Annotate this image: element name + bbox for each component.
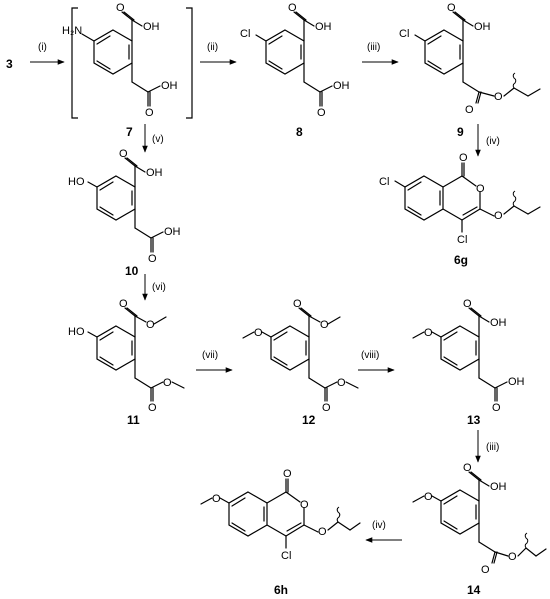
condition-viii: (viii) bbox=[361, 350, 379, 361]
atom-o-12a: O bbox=[293, 298, 302, 310]
atom-o-7b: O bbox=[145, 107, 154, 119]
structure-11 bbox=[87, 307, 185, 402]
atom-o-6g-a: O bbox=[459, 152, 468, 164]
atom-oh-9a: OH bbox=[474, 21, 491, 33]
atom-cl-6g-b: Cl bbox=[457, 234, 467, 246]
compound-label-7: 7 bbox=[126, 125, 133, 139]
condition-ii: (ii) bbox=[207, 42, 218, 53]
structure-12 bbox=[242, 307, 359, 402]
atom-o-6h-ome: O bbox=[212, 493, 221, 505]
compound-label-12: 12 bbox=[302, 413, 316, 427]
structure-7 bbox=[81, 11, 161, 107]
atom-o-11a: O bbox=[119, 298, 128, 310]
bracket-left bbox=[71, 7, 78, 119]
condition-iii: (iii) bbox=[367, 42, 380, 53]
compound-label-11: 11 bbox=[127, 413, 140, 427]
atom-o-13b: O bbox=[492, 402, 501, 414]
compound-label-13: 13 bbox=[467, 413, 481, 427]
atom-cl-6g-a: Cl bbox=[379, 176, 389, 188]
atom-o-6h-a: O bbox=[283, 468, 292, 480]
atom-cl-9: Cl bbox=[399, 28, 409, 40]
structure-13 bbox=[412, 307, 508, 402]
condition-vii: (vii) bbox=[202, 350, 218, 361]
atom-o-12b: O bbox=[320, 319, 329, 331]
atom-oh-10a: OH bbox=[146, 167, 163, 179]
atom-oh-8b: OH bbox=[333, 80, 350, 92]
atom-o-7a: O bbox=[116, 2, 125, 14]
bracket-right bbox=[186, 7, 193, 119]
atom-o-12-ome: O bbox=[254, 327, 263, 339]
atom-oh-10b: OH bbox=[164, 226, 181, 238]
atom-oh-14a: OH bbox=[490, 481, 507, 493]
atom-o-13a: O bbox=[463, 298, 472, 310]
atom-o-12c: O bbox=[322, 402, 331, 414]
atom-oh-13a: OH bbox=[490, 317, 507, 329]
atom-oh-13b: OH bbox=[508, 376, 525, 388]
atom-o-10a: O bbox=[119, 148, 128, 160]
compound-label-6h: 6h bbox=[274, 583, 288, 597]
condition-iv-b: (iv) bbox=[372, 520, 386, 531]
atom-o-8b: O bbox=[317, 107, 326, 119]
atom-o-6g-ether: O bbox=[494, 210, 503, 222]
atom-oh-7b: OH bbox=[161, 80, 178, 92]
atom-ho-11: HO bbox=[68, 326, 85, 338]
condition-iii-b: (iii) bbox=[486, 442, 499, 453]
atom-o-9b: O bbox=[465, 104, 474, 116]
compound-label-3: 3 bbox=[6, 57, 13, 71]
compound-label-8: 8 bbox=[296, 125, 303, 139]
wavy-bond-9 bbox=[512, 72, 517, 89]
atom-cl-8: Cl bbox=[240, 28, 250, 40]
atom-ho-10: HO bbox=[68, 176, 85, 188]
structure-6g bbox=[394, 162, 541, 233]
atom-o-9a: O bbox=[447, 2, 456, 14]
atom-o-14c: O bbox=[508, 551, 517, 563]
atom-o-14a: O bbox=[463, 462, 472, 474]
wavy-bond-6h bbox=[336, 506, 341, 523]
atom-o-8a: O bbox=[288, 2, 297, 14]
atom-o-12d: O bbox=[337, 377, 346, 389]
condition-i: (i) bbox=[38, 42, 47, 53]
atom-o-6h-ring: O bbox=[300, 499, 309, 511]
atom-o-9c: O bbox=[494, 91, 503, 103]
atom-o-11c: O bbox=[148, 402, 157, 414]
atom-o-6h-ether: O bbox=[318, 526, 327, 538]
compound-label-10: 10 bbox=[125, 264, 139, 278]
condition-iv: (iv) bbox=[486, 136, 500, 147]
structure-9 bbox=[414, 11, 541, 104]
compound-label-6g: 6g bbox=[454, 253, 468, 267]
compound-label-9: 9 bbox=[457, 125, 464, 139]
atom-o-14-ome: O bbox=[424, 491, 433, 503]
compound-label-14: 14 bbox=[467, 583, 481, 597]
atom-oh-7a: OH bbox=[143, 21, 160, 33]
structure-14 bbox=[412, 471, 547, 564]
wavy-bond-14 bbox=[524, 532, 529, 549]
atom-oh-8a: OH bbox=[315, 21, 332, 33]
atom-o-14b: O bbox=[481, 564, 490, 576]
atom-o-6g-ring: O bbox=[476, 183, 485, 195]
wavy-bond-6g bbox=[512, 190, 517, 207]
structure-8 bbox=[255, 11, 333, 107]
atom-cl-6h: Cl bbox=[281, 550, 291, 562]
structure-6h bbox=[200, 478, 361, 549]
atom-o-13-ome: O bbox=[424, 327, 433, 339]
condition-v: (v) bbox=[152, 134, 164, 145]
atom-h2n-7: H₂N bbox=[62, 25, 82, 37]
atom-o-11b: O bbox=[146, 319, 155, 331]
atom-o-11d: O bbox=[163, 377, 172, 389]
atom-o-10b: O bbox=[148, 253, 157, 265]
structure-10 bbox=[87, 157, 164, 253]
condition-vi: (vi) bbox=[152, 282, 166, 293]
